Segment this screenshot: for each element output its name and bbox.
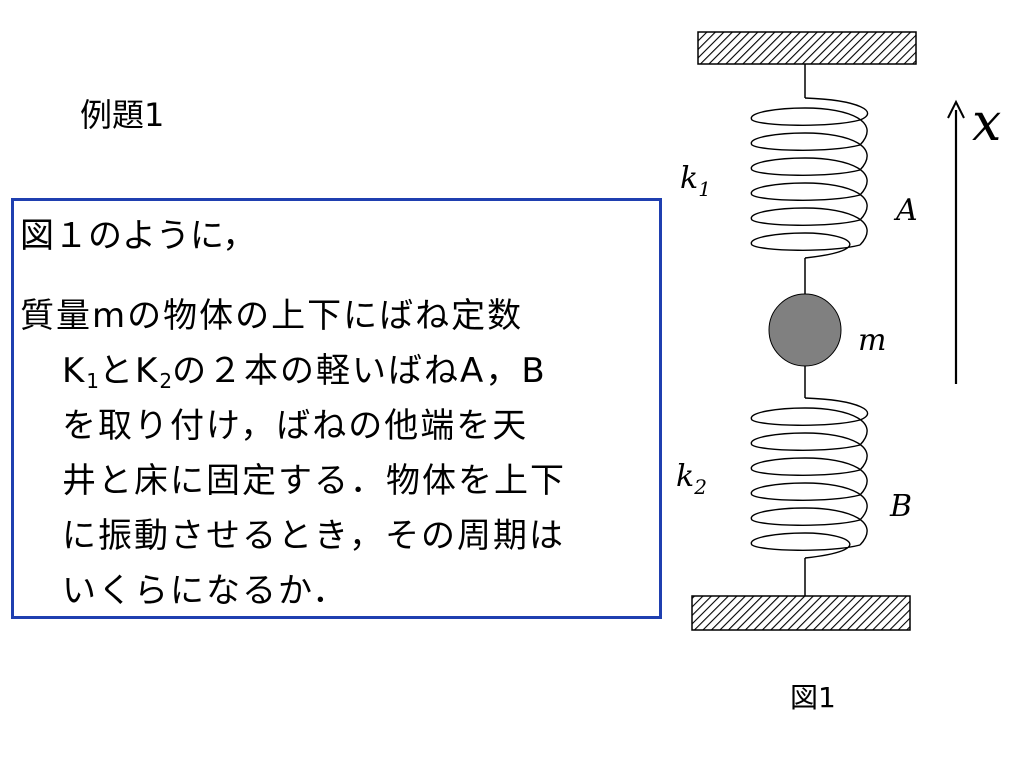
ceiling-hatch — [697, 31, 917, 65]
problem-line-5: に振動させるとき，その周期は — [62, 516, 565, 556]
spring-b-coils — [750, 397, 869, 559]
label-k1: k1 — [680, 161, 711, 201]
k1-symbol: K — [62, 351, 87, 391]
label-k2: k2 — [676, 459, 707, 499]
problem-line-4: 井と床に固定する．物体を上下 — [62, 461, 566, 501]
x-axis-arrow-head — [947, 99, 965, 119]
label-spring-b: B — [889, 489, 912, 524]
problem-line-1: 質量mの物体の上下にばね定数 — [20, 296, 524, 336]
mass-ball — [768, 293, 842, 367]
line-2-rest: の２本の軽いばねA，B — [172, 351, 547, 391]
label-mass: m — [858, 323, 886, 358]
slide-title: 例題1 — [80, 96, 165, 134]
problem-line-3: を取り付け，ばねの他端を天 — [62, 406, 529, 446]
floor-hatch — [691, 595, 911, 631]
label-spring-a: A — [893, 193, 918, 228]
k2-subscript: 2 — [159, 369, 173, 393]
label-x-axis: x — [972, 93, 1001, 153]
problem-box — [11, 198, 662, 619]
spring-a-coils — [750, 97, 869, 259]
k1-subscript: 1 — [86, 369, 100, 393]
problem-line-6: いくらになるか． — [62, 571, 349, 611]
and-k2-text: とK — [99, 351, 160, 391]
problem-intro: 図１のように， — [20, 216, 257, 256]
problem-line-2: K1とK2の２本の軽いばねA，B — [62, 351, 547, 392]
figure-caption: 図1 — [790, 681, 836, 714]
